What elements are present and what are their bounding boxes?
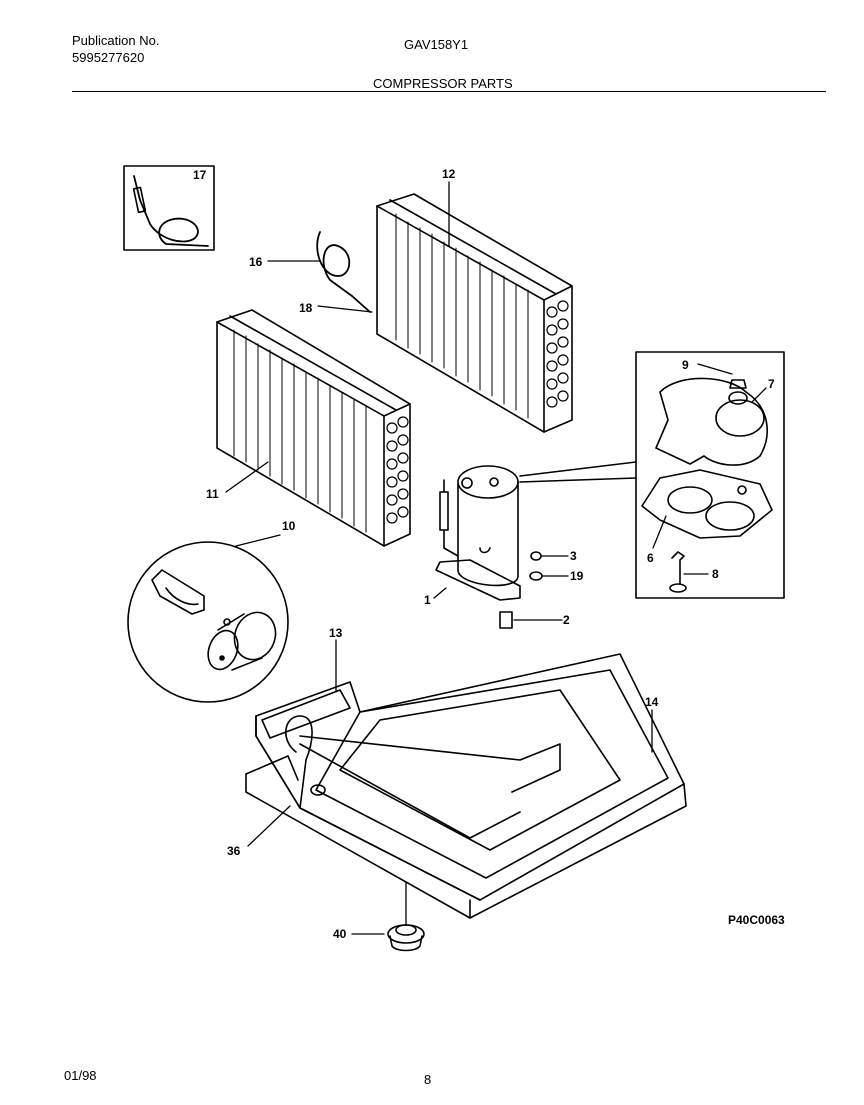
callout-19: 19 (570, 569, 584, 583)
publication-label: Publication No. (72, 33, 160, 48)
mounting-grommet (387, 924, 425, 952)
leader-lines (225, 181, 767, 935)
callout-17: 17 (193, 168, 207, 182)
callout-12: 12 (442, 167, 456, 181)
base-pan (245, 653, 687, 919)
callout-6: 6 (647, 551, 654, 565)
footer-date: 01/98 (64, 1068, 97, 1083)
evaporator-coil-lower (216, 309, 411, 547)
callout-8: 8 (712, 567, 719, 581)
callout-36: 36 (227, 844, 241, 858)
drawing-code: P40C0063 (728, 913, 785, 927)
callout-18: 18 (299, 301, 313, 315)
capillary-coil (316, 231, 371, 313)
callout-11: 11 (206, 487, 219, 501)
callout-3: 3 (570, 549, 577, 563)
callout-14: 14 (645, 695, 659, 709)
capillary-tube-inset (123, 165, 215, 251)
callout-40: 40 (333, 927, 347, 941)
section-title: COMPRESSOR PARTS (373, 76, 513, 91)
callout-1: 1 (424, 593, 431, 607)
callout-16: 16 (249, 255, 263, 269)
callout-2: 2 (563, 613, 570, 627)
callout-7: 7 (768, 377, 775, 391)
callout-9: 9 (682, 358, 689, 372)
callout-13: 13 (329, 626, 343, 640)
header-divider (72, 91, 826, 92)
callout-10: 10 (282, 519, 296, 533)
model-number: GAV158Y1 (404, 37, 469, 52)
condenser-coil-upper (376, 193, 573, 433)
publication-number: 5995277620 (72, 50, 145, 65)
capacitor-strap-inset (127, 541, 289, 703)
page-number: 8 (424, 1072, 432, 1087)
compressor-assembly (435, 465, 543, 629)
terminal-cover-inset (519, 351, 785, 599)
